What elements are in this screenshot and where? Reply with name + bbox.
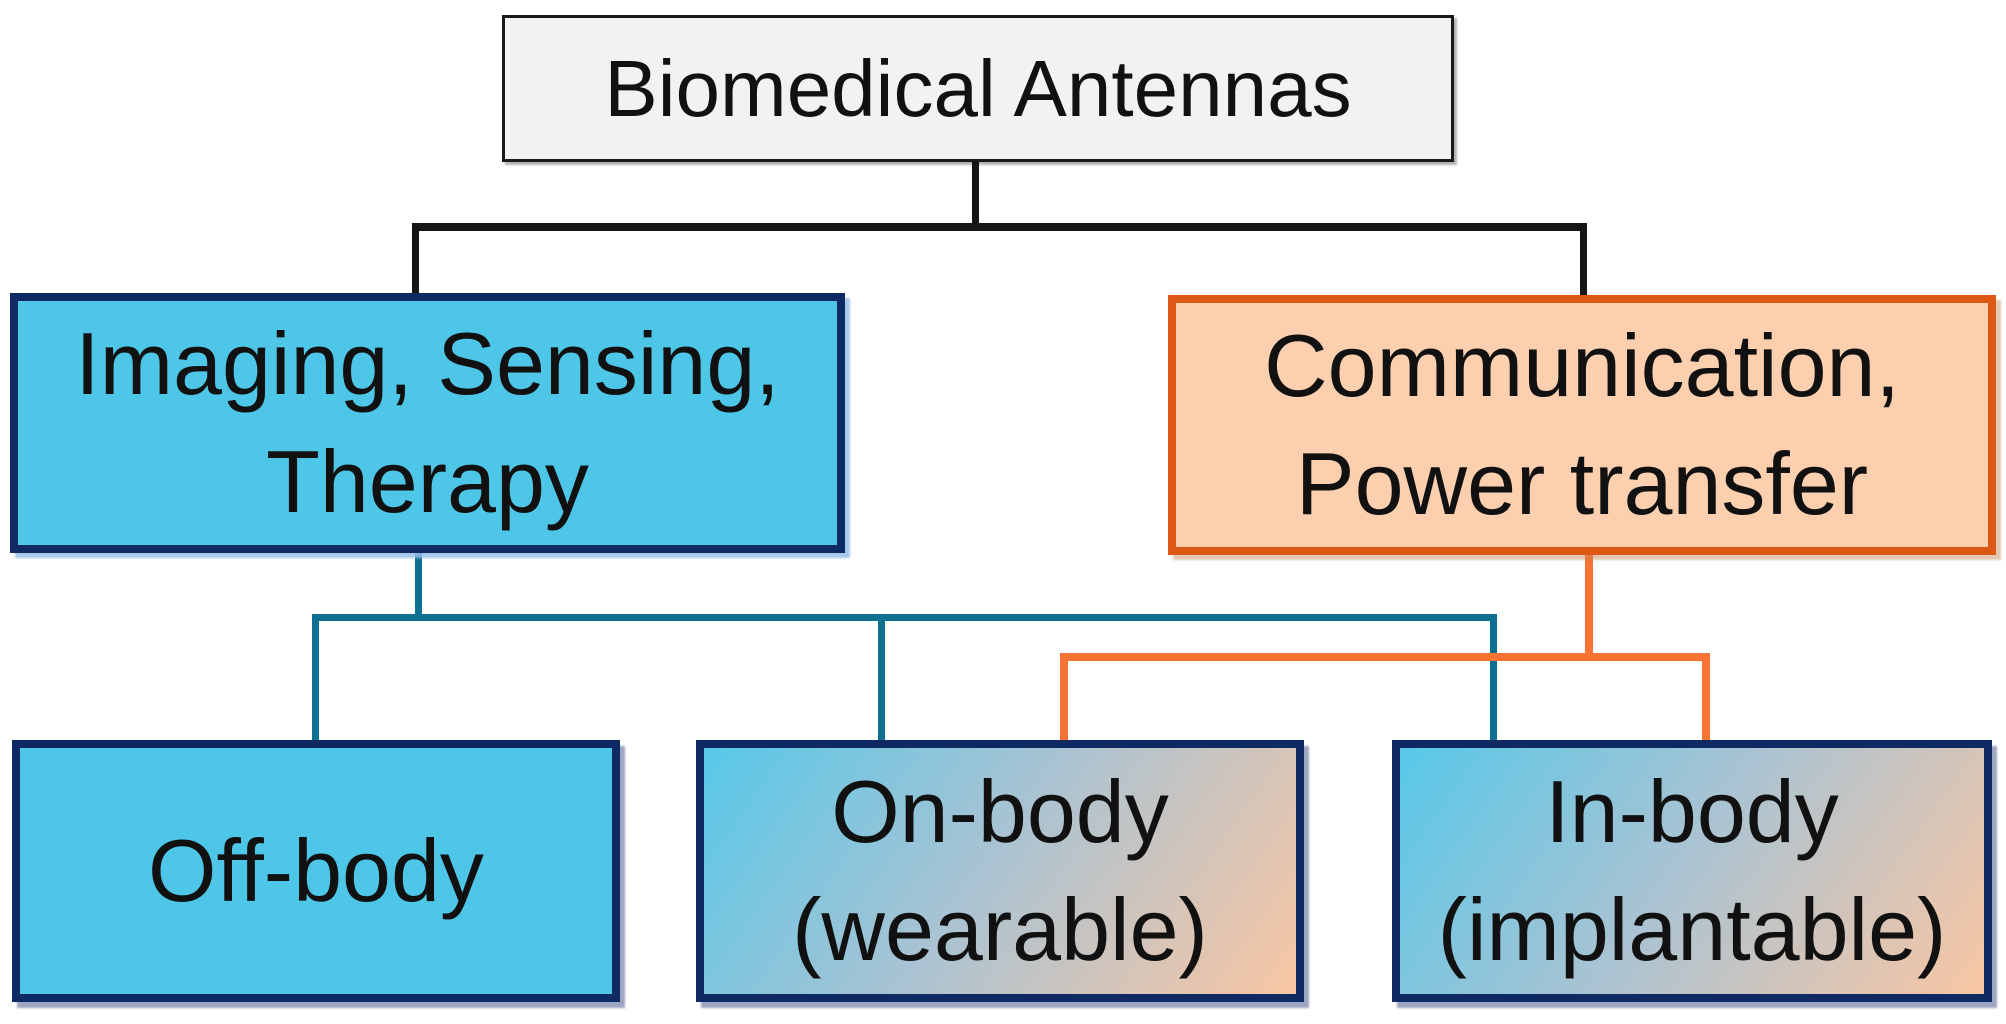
edge-communication-to-in-body	[1702, 653, 1710, 744]
edge-imaging-to-on-body	[878, 614, 885, 744]
node-imaging-sensing-therapy: Imaging, Sensing, Therapy	[10, 293, 845, 553]
node-communication-power-transfer-label: Communication, Power transfer	[1264, 316, 1900, 533]
edge-communication-horizontal	[1060, 653, 1710, 661]
node-biomedical-antennas: Biomedical Antennas	[502, 15, 1454, 162]
node-off-body-label: Off-body	[148, 821, 484, 921]
edge-root-to-communication	[1580, 223, 1587, 299]
edge-root-horizontal	[412, 223, 1587, 231]
edge-imaging-to-in-body	[1490, 614, 1497, 744]
node-communication-power-transfer: Communication, Power transfer	[1168, 295, 1996, 555]
edge-imaging-stem	[415, 550, 422, 621]
node-imaging-sensing-therapy-label: Imaging, Sensing, Therapy	[75, 314, 780, 531]
edge-imaging-horizontal	[312, 614, 1497, 621]
edge-communication-to-on-body	[1060, 653, 1068, 744]
node-in-body-implantable-label: In-body (implantable)	[1437, 762, 1947, 979]
node-in-body-implantable: In-body (implantable)	[1392, 740, 1992, 1002]
node-off-body: Off-body	[12, 740, 620, 1002]
edge-root-stem	[972, 160, 979, 229]
node-biomedical-antennas-label: Biomedical Antennas	[604, 43, 1352, 133]
edge-root-to-imaging	[412, 223, 419, 297]
edge-communication-stem	[1585, 552, 1593, 661]
node-on-body-wearable: On-body (wearable)	[696, 740, 1304, 1002]
node-on-body-wearable-label: On-body (wearable)	[792, 762, 1208, 979]
edge-imaging-to-off-body	[312, 614, 319, 744]
